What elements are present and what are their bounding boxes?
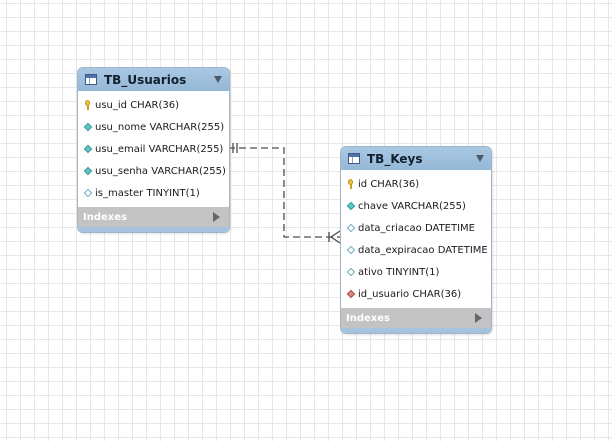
table-title: TB_Keys [367,151,423,166]
column-list: usu_id CHAR(36) usu_nome VARCHAR(255) us… [78,91,229,207]
table-header[interactable]: TB_Keys [341,147,491,170]
table-title: TB_Usuarios [104,72,187,87]
not-null-column-icon [346,201,356,211]
column-row[interactable]: data_criacao DATETIME [341,217,491,239]
collapse-triangle-icon[interactable] [214,76,222,83]
table-icon [348,153,360,164]
column-row[interactable]: ativo TINYINT(1) [341,261,491,283]
nullable-column-icon [83,188,93,198]
table-footer [78,227,229,232]
column-type: DATETIME [424,222,476,234]
column-list: id CHAR(36) chave VARCHAR(255) data_cria… [341,170,491,308]
column-row[interactable]: chave VARCHAR(255) [341,195,491,217]
nullable-column-icon [346,245,356,255]
column-name: id_usuario [358,288,410,300]
table-tb-keys[interactable]: TB_Keys id CHAR(36) chave VARCHAR(255) d… [340,146,492,334]
indexes-label: Indexes [83,211,127,223]
column-type: VARCHAR(255) [149,121,225,133]
column-name: usu_email [95,143,146,155]
nullable-column-icon [346,223,356,233]
foreign-key-icon [346,289,356,299]
indexes-section[interactable]: Indexes [341,308,491,328]
column-row[interactable]: is_master TINYINT(1) [78,182,229,204]
column-name: chave [358,200,389,212]
column-row[interactable]: usu_email VARCHAR(255) [78,138,229,160]
column-type: TINYINT(1) [146,187,200,199]
column-type: CHAR(36) [130,99,180,111]
table-tb-usuarios[interactable]: TB_Usuarios usu_id CHAR(36) usu_nome VAR… [77,67,230,233]
expand-triangle-icon[interactable] [475,313,482,323]
column-type: CHAR(36) [412,288,462,300]
column-name: ativo [358,266,383,278]
column-name: data_expiracao [358,244,435,256]
column-row[interactable]: data_expiracao DATETIME [341,239,491,261]
column-type: VARCHAR(255) [148,143,224,155]
not-null-column-icon [83,122,93,132]
indexes-label: Indexes [346,312,390,324]
not-null-column-icon [83,144,93,154]
zero-or-many-marker [328,230,341,244]
primary-key-icon [346,179,356,189]
one-and-only-one-marker [232,143,238,153]
column-type: VARCHAR(255) [151,165,226,177]
column-row[interactable]: id CHAR(36) [341,173,491,195]
column-name: usu_nome [95,121,147,133]
relationship-line[interactable] [228,147,340,238]
collapse-triangle-icon[interactable] [476,155,484,162]
column-name: data_criacao [358,222,422,234]
expand-triangle-icon[interactable] [213,212,220,222]
column-row[interactable]: usu_nome VARCHAR(255) [78,116,229,138]
column-type: CHAR(36) [370,178,420,190]
not-null-column-icon [83,166,93,176]
column-row[interactable]: usu_senha VARCHAR(255) [78,160,229,182]
column-type: DATETIME [437,244,488,256]
primary-key-icon [83,100,93,110]
table-footer [341,328,491,333]
nullable-column-icon [346,267,356,277]
column-name: id [358,178,368,190]
column-name: is_master [95,187,144,199]
column-name: usu_id [95,99,128,111]
column-type: TINYINT(1) [386,266,440,278]
column-name: usu_senha [95,165,149,177]
indexes-section[interactable]: Indexes [78,207,229,227]
column-type: VARCHAR(255) [391,200,466,212]
column-row[interactable]: usu_id CHAR(36) [78,94,229,116]
column-row[interactable]: id_usuario CHAR(36) [341,283,491,305]
table-header[interactable]: TB_Usuarios [78,68,229,91]
table-icon [85,74,97,85]
